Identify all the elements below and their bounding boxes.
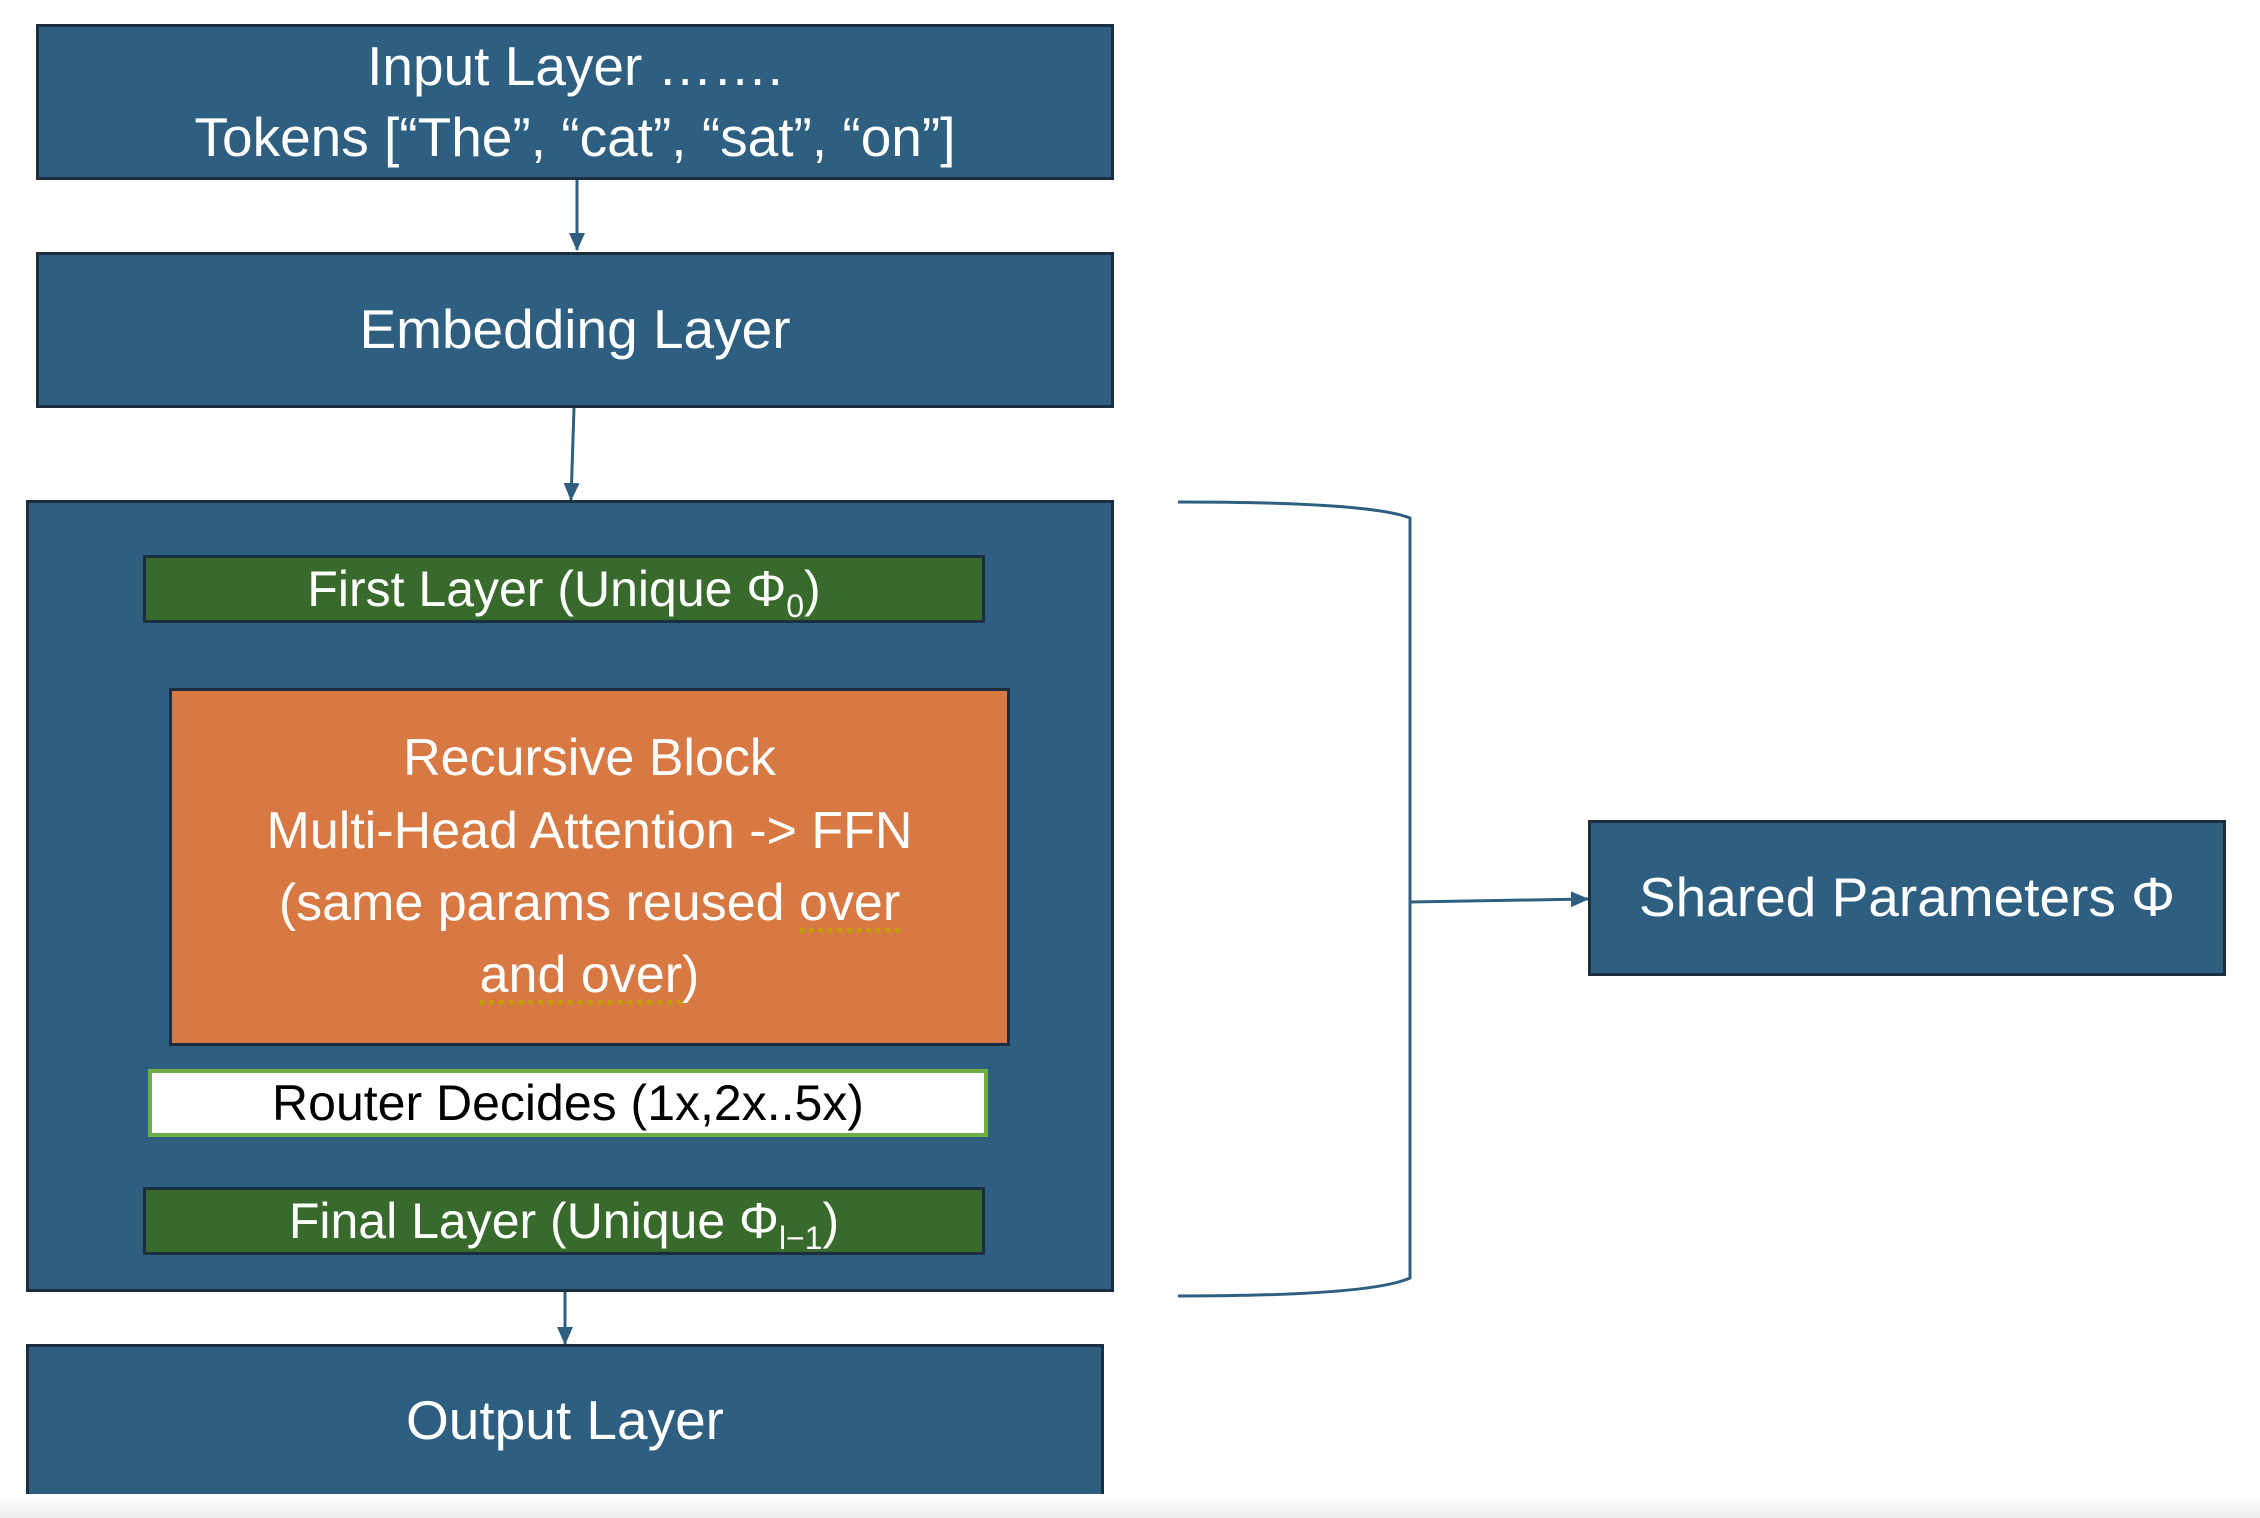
first-layer-close: ) [804, 560, 821, 617]
embedding-layer-box: Embedding Layer [36, 252, 1114, 408]
bottom-edge-shade [0, 1494, 2260, 1518]
recursive-block-note-line1: (same params reused over [279, 867, 900, 939]
arrow-embedding-to-stack [563, 407, 580, 501]
recursive-block-note-over: over [799, 874, 901, 932]
final-layer-text: Final Layer (Unique Φ [288, 1192, 779, 1249]
bracket [1177, 500, 1412, 1298]
first-layer-box: First Layer (Unique Φ0) [143, 555, 985, 623]
final-layer-label: Final Layer (Unique Φl−1) [289, 1189, 839, 1254]
embedding-layer-label: Embedding Layer [359, 298, 791, 361]
final-layer-close: ) [822, 1192, 840, 1249]
recursive-block-subtitle: Multi-Head Attention -> FFN [266, 801, 913, 860]
output-layer-box: Output Layer [26, 1344, 1104, 1498]
router-label: Router Decides (1x,2x..5x) [272, 1074, 864, 1131]
recursive-block-note-start: (same params reused [278, 874, 800, 932]
first-layer-label: First Layer (Unique Φ0) [307, 557, 820, 622]
input-layer-title: Input Layer ……. [367, 34, 783, 97]
input-layer-box: Input Layer ……. Tokens [“The”, “cat”, “s… [36, 24, 1114, 180]
recursive-block-note-and-over: and over [479, 946, 683, 1005]
arrow-bracket-to-shared [1409, 891, 1589, 908]
output-layer-label: Output Layer [406, 1389, 724, 1452]
recursive-block-box: Recursive Block Multi-Head Attention -> … [169, 688, 1010, 1046]
first-layer-subscript: 0 [786, 587, 805, 624]
shared-parameters-box: Shared Parameters Φ [1588, 820, 2226, 976]
input-layer-tokens: Tokens [“The”, “cat”, “sat”, “on”] [194, 106, 956, 168]
shared-parameters-label: Shared Parameters Φ [1638, 866, 2176, 929]
router-box: Router Decides (1x,2x..5x) [148, 1069, 988, 1137]
recursive-block-note-line2: and over) [480, 939, 700, 1011]
final-layer-box: Final Layer (Unique Φl−1) [143, 1187, 985, 1255]
recursive-block-note-end: ) [682, 946, 700, 1005]
recursive-block-title: Recursive Block [403, 729, 776, 788]
first-layer-text: First Layer (Unique Φ [307, 560, 787, 617]
final-layer-subscript: l−1 [778, 1219, 823, 1256]
